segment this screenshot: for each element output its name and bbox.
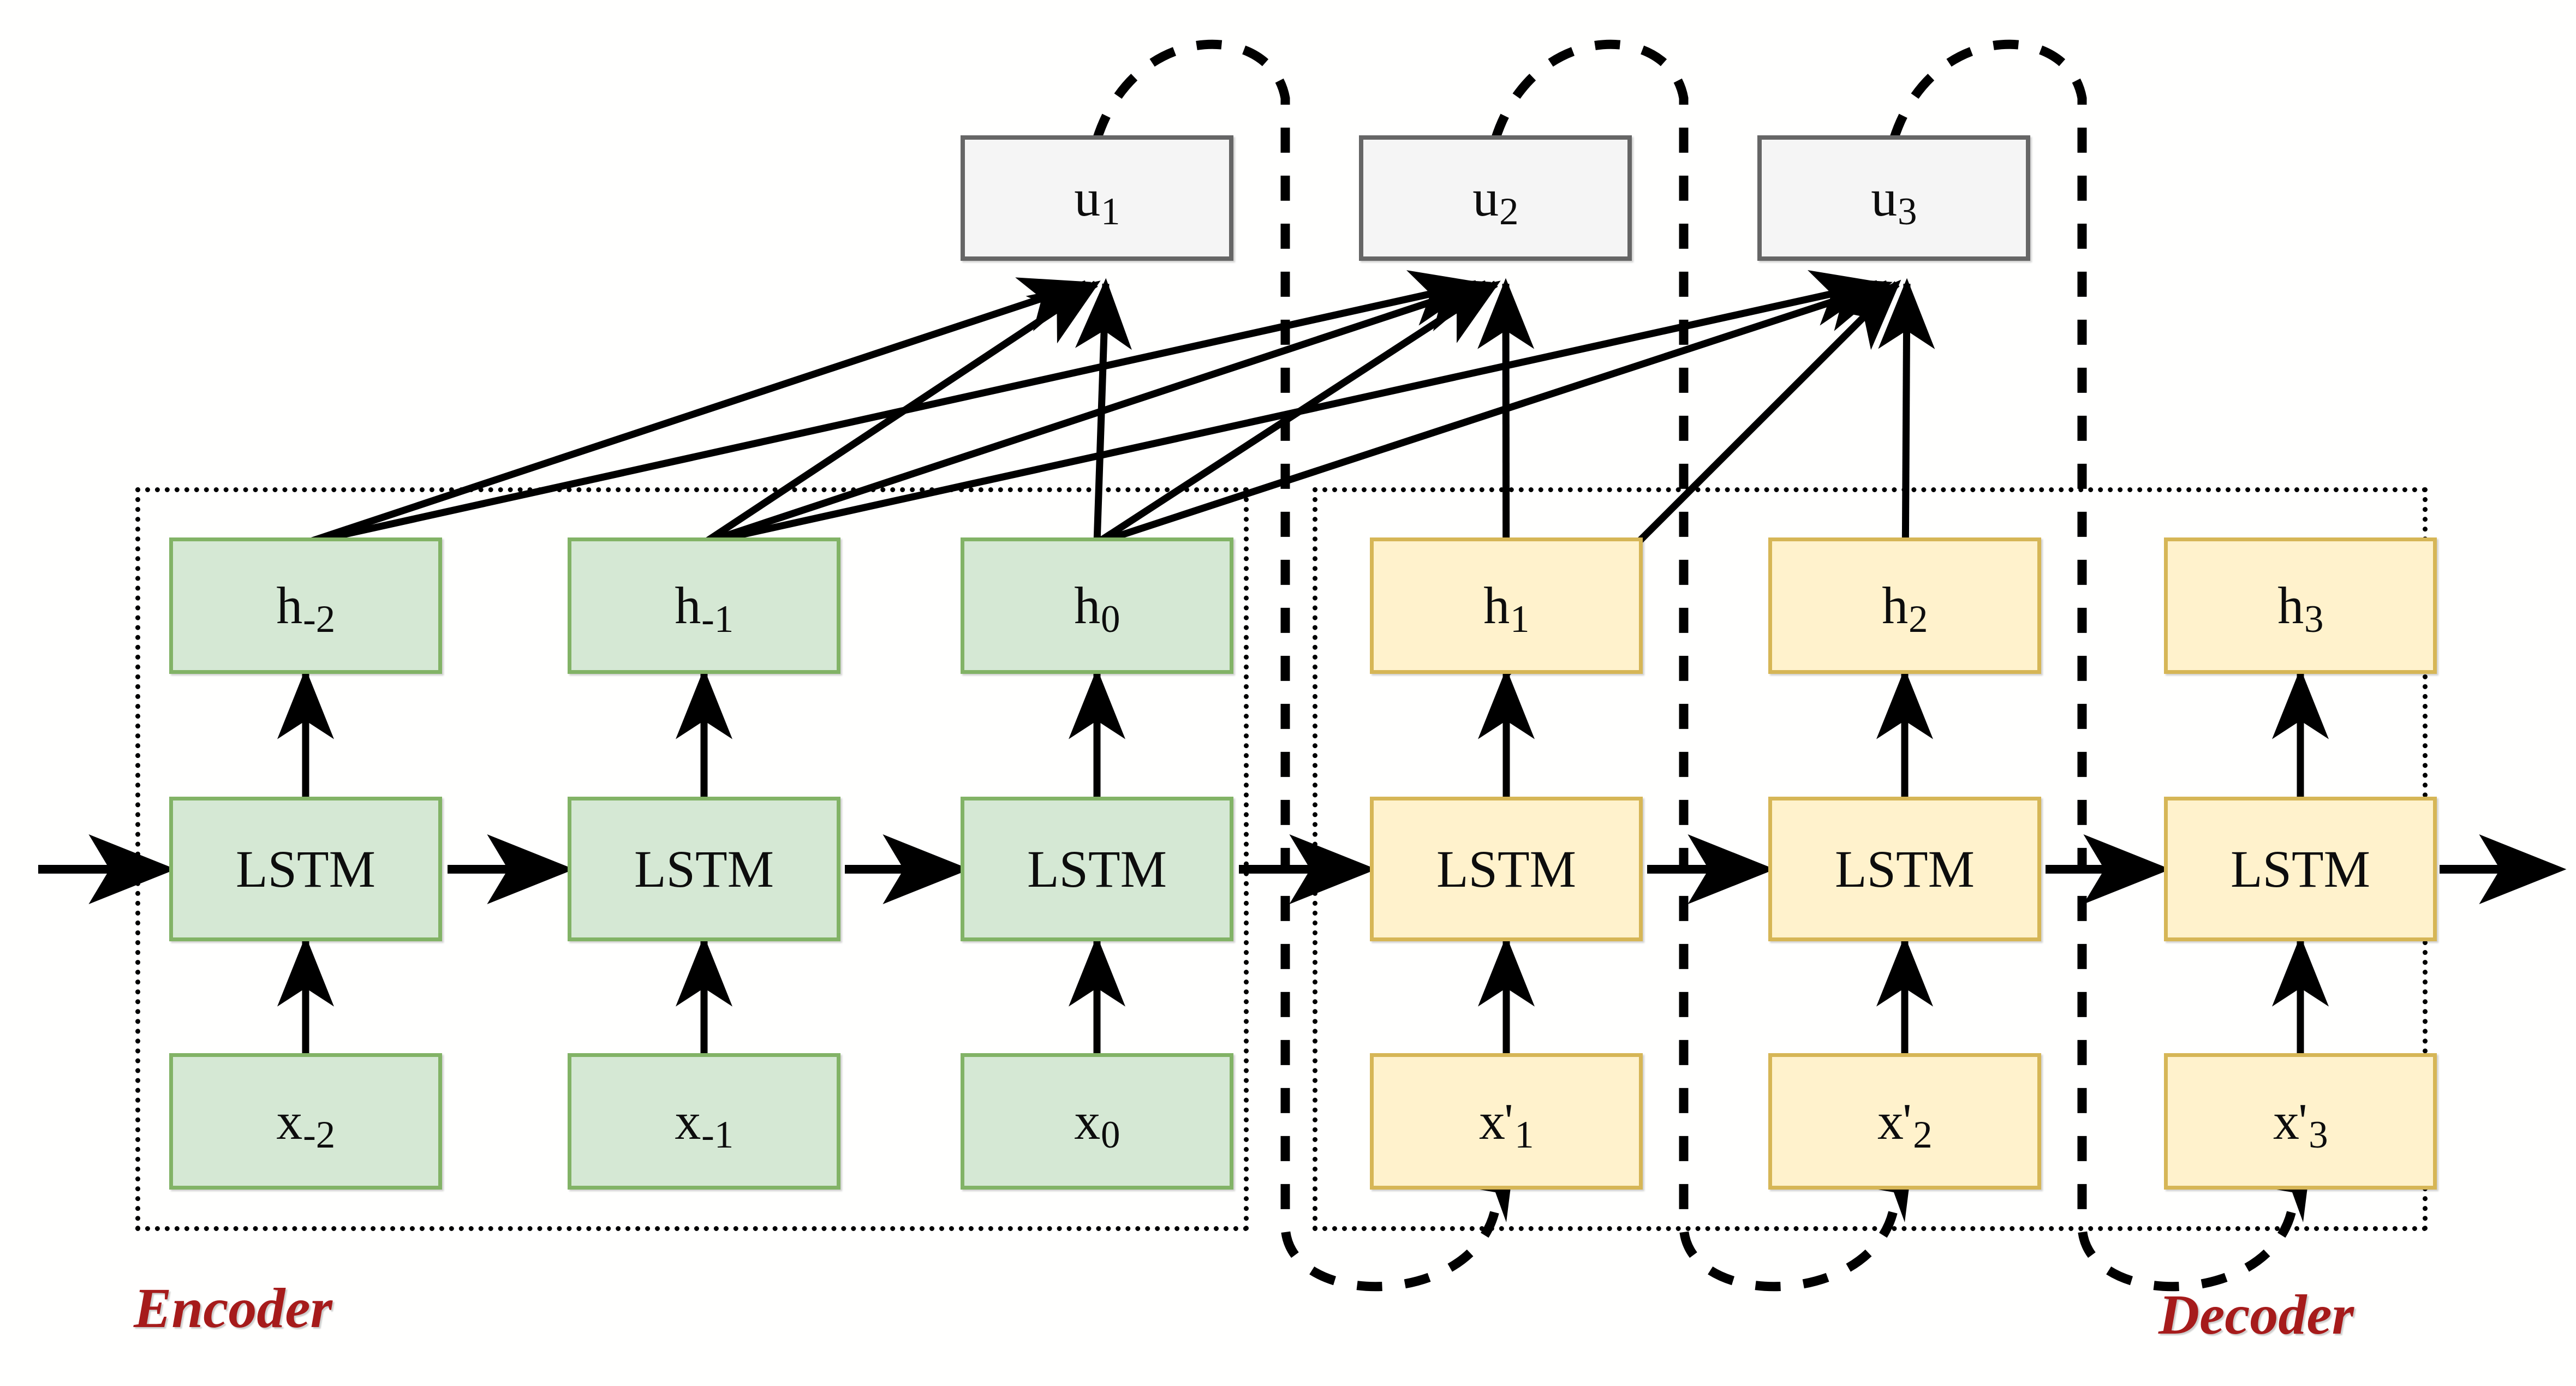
decoder-lstm-cell-2-label: LSTM bbox=[1834, 839, 1975, 898]
decoder-input-xprime2[interactable]: x'2 bbox=[1768, 1053, 2041, 1190]
subscript: 0 bbox=[1100, 598, 1120, 641]
decoder-lstm-cell-1-label: LSTM bbox=[1436, 839, 1577, 898]
output-node-u3-label: u3 bbox=[1871, 169, 1917, 233]
decoder-label: Decoder bbox=[2158, 1283, 2354, 1346]
prime-mark: ' bbox=[1903, 1094, 1912, 1149]
encoder-input-x-2-label: x-2 bbox=[276, 1092, 336, 1156]
output-node-u3[interactable]: u3 bbox=[1757, 135, 2030, 261]
decoder-input-xprime3[interactable]: x'3 bbox=[2164, 1053, 2437, 1190]
encoder-lstm-cell-3[interactable]: LSTM bbox=[961, 797, 1233, 941]
subscript: -1 bbox=[701, 1113, 734, 1156]
decoder-lstm-cell-3[interactable]: LSTM bbox=[2164, 797, 2437, 941]
encoder-lstm-cell-1[interactable]: LSTM bbox=[169, 797, 442, 941]
decoder-hidden-h1[interactable]: h1 bbox=[1370, 537, 1643, 674]
subscript: -2 bbox=[303, 598, 336, 641]
edge-declstm-to-h-group bbox=[1478, 668, 2329, 797]
edge-xprime-to-lstm-group bbox=[1478, 935, 2329, 1053]
decoder-lstm-cell-2[interactable]: LSTM bbox=[1768, 797, 2041, 941]
encoder-input-x0-label: x0 bbox=[1074, 1092, 1120, 1156]
encoder-lstm-cell-1-label: LSTM bbox=[235, 839, 376, 898]
edge-lstm-to-h-group bbox=[277, 668, 1125, 797]
subscript: -1 bbox=[701, 598, 734, 641]
edge-x-to-lstm-group bbox=[277, 935, 1125, 1053]
decoder-lstm-cell-1[interactable]: LSTM bbox=[1370, 797, 1643, 941]
encoder-hidden-h0[interactable]: h0 bbox=[961, 537, 1233, 674]
subscript: 3 bbox=[2304, 598, 2324, 641]
encoder-input-x0[interactable]: x0 bbox=[961, 1053, 1233, 1190]
encoder-input-x-2[interactable]: x-2 bbox=[169, 1053, 442, 1190]
prime-mark: ' bbox=[2298, 1094, 2307, 1149]
edge-feedback-group bbox=[1092, 39, 2297, 1292]
encoder-hidden-h0-label: h0 bbox=[1074, 576, 1120, 641]
subscript: -2 bbox=[303, 1113, 336, 1156]
subscript: 3 bbox=[1897, 190, 1917, 233]
subscript: 1 bbox=[1100, 190, 1120, 233]
decoder-input-xprime1-label: x'1 bbox=[1479, 1092, 1534, 1156]
encoder-input-x-1-label: x-1 bbox=[675, 1092, 734, 1156]
subscript: 2 bbox=[1499, 190, 1519, 233]
encoder-input-x-1[interactable]: x-1 bbox=[568, 1053, 840, 1190]
decoder-hidden-h2-label: h2 bbox=[1882, 576, 1928, 641]
decoder-hidden-h2[interactable]: h2 bbox=[1768, 537, 2041, 674]
encoder-lstm-cell-2[interactable]: LSTM bbox=[568, 797, 840, 941]
encoder-lstm-cell-3-label: LSTM bbox=[1027, 839, 1167, 898]
encoder-hidden-h-1[interactable]: h-1 bbox=[568, 537, 840, 674]
output-node-u1-label: u1 bbox=[1074, 169, 1120, 233]
subscript: 2 bbox=[1913, 1113, 1933, 1156]
subscript: 1 bbox=[1510, 598, 1530, 641]
subscript: 2 bbox=[1908, 598, 1928, 641]
subscript: 3 bbox=[2309, 1113, 2328, 1156]
output-node-u2[interactable]: u2 bbox=[1359, 135, 1632, 261]
encoder-hidden-h-2[interactable]: h-2 bbox=[169, 537, 442, 674]
encoder-label: Encoder bbox=[134, 1277, 332, 1340]
encoder-hidden-h-1-label: h-1 bbox=[675, 576, 734, 641]
decoder-hidden-h3-label: h3 bbox=[2277, 576, 2324, 641]
encoder-hidden-h-2-label: h-2 bbox=[276, 576, 336, 641]
decoder-input-xprime3-label: x'3 bbox=[2273, 1092, 2328, 1156]
decoder-lstm-cell-3-label: LSTM bbox=[2230, 839, 2371, 898]
encoder-lstm-cell-2-label: LSTM bbox=[634, 839, 774, 898]
subscript: 0 bbox=[1100, 1113, 1120, 1156]
prime-mark: ' bbox=[1504, 1094, 1513, 1149]
output-node-u1[interactable]: u1 bbox=[961, 135, 1233, 261]
output-node-u2-label: u2 bbox=[1472, 169, 1519, 233]
subscript: 1 bbox=[1514, 1113, 1534, 1156]
decoder-input-xprime2-label: x'2 bbox=[1877, 1092, 1933, 1156]
decoder-hidden-h3[interactable]: h3 bbox=[2164, 537, 2437, 674]
decoder-hidden-h1-label: h1 bbox=[1483, 576, 1530, 641]
decoder-input-xprime1[interactable]: x'1 bbox=[1370, 1053, 1643, 1190]
